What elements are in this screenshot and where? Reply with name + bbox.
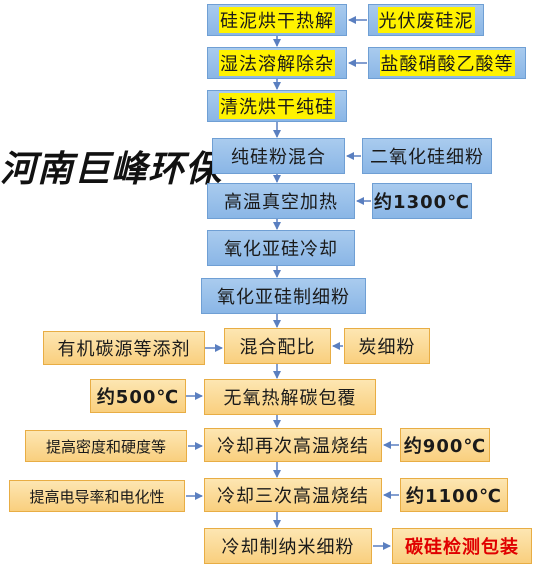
- step-sio-milling: 氧化亚硅制细粉: [201, 278, 366, 314]
- step-wet-dissolve: 湿法溶解除杂: [207, 47, 347, 79]
- note-conductivity: 提高电导率和电化性: [9, 480, 185, 512]
- input-acids: 盐酸硝酸乙酸等: [368, 47, 526, 79]
- step-second-sintering: 冷却再次高温烧结: [204, 428, 382, 462]
- input-silica-powder: 二氧化硅细粉: [362, 138, 492, 174]
- step-nano-milling: 冷却制纳米细粉: [204, 528, 372, 564]
- input-temp-1100: 约1100℃: [400, 478, 508, 512]
- input-temp-500: 约500℃: [90, 379, 186, 413]
- input-temp-900: 约900℃: [400, 428, 490, 462]
- step-label: 硅泥烘干热解: [219, 7, 335, 33]
- step-third-sintering: 冷却三次高温烧结: [204, 478, 382, 512]
- step-vacuum-heating: 高温真空加热: [207, 183, 355, 219]
- step-clean-dry: 清洗烘干纯硅: [207, 90, 347, 122]
- step-mix-ratio: 混合配比: [224, 328, 331, 364]
- step-sio-cooling: 氧化亚硅冷却: [207, 230, 355, 266]
- step-label: 湿法溶解除杂: [219, 50, 335, 76]
- step-carbon-coating: 无氧热解碳包覆: [204, 379, 376, 415]
- step-label: 清洗烘干纯硅: [219, 93, 335, 119]
- input-organic-carbon: 有机碳源等添剂: [43, 331, 205, 365]
- input-label: 盐酸硝酸乙酸等: [379, 50, 515, 76]
- note-density-hardness: 提高密度和硬度等: [25, 430, 187, 462]
- input-carbon-powder: 炭细粉: [344, 328, 430, 364]
- input-temp-1300: 约1300℃: [372, 183, 472, 219]
- step-sludge-drying: 硅泥烘干热解: [207, 4, 347, 36]
- step-pure-silicon-mix: 纯硅粉混合: [212, 138, 345, 174]
- input-pv-waste-sludge: 光伏废硅泥: [368, 4, 484, 36]
- input-label: 光伏废硅泥: [377, 7, 475, 33]
- output-test-packaging: 碳硅检测包装: [392, 528, 532, 564]
- company-watermark: 河南巨峰环保: [0, 149, 223, 190]
